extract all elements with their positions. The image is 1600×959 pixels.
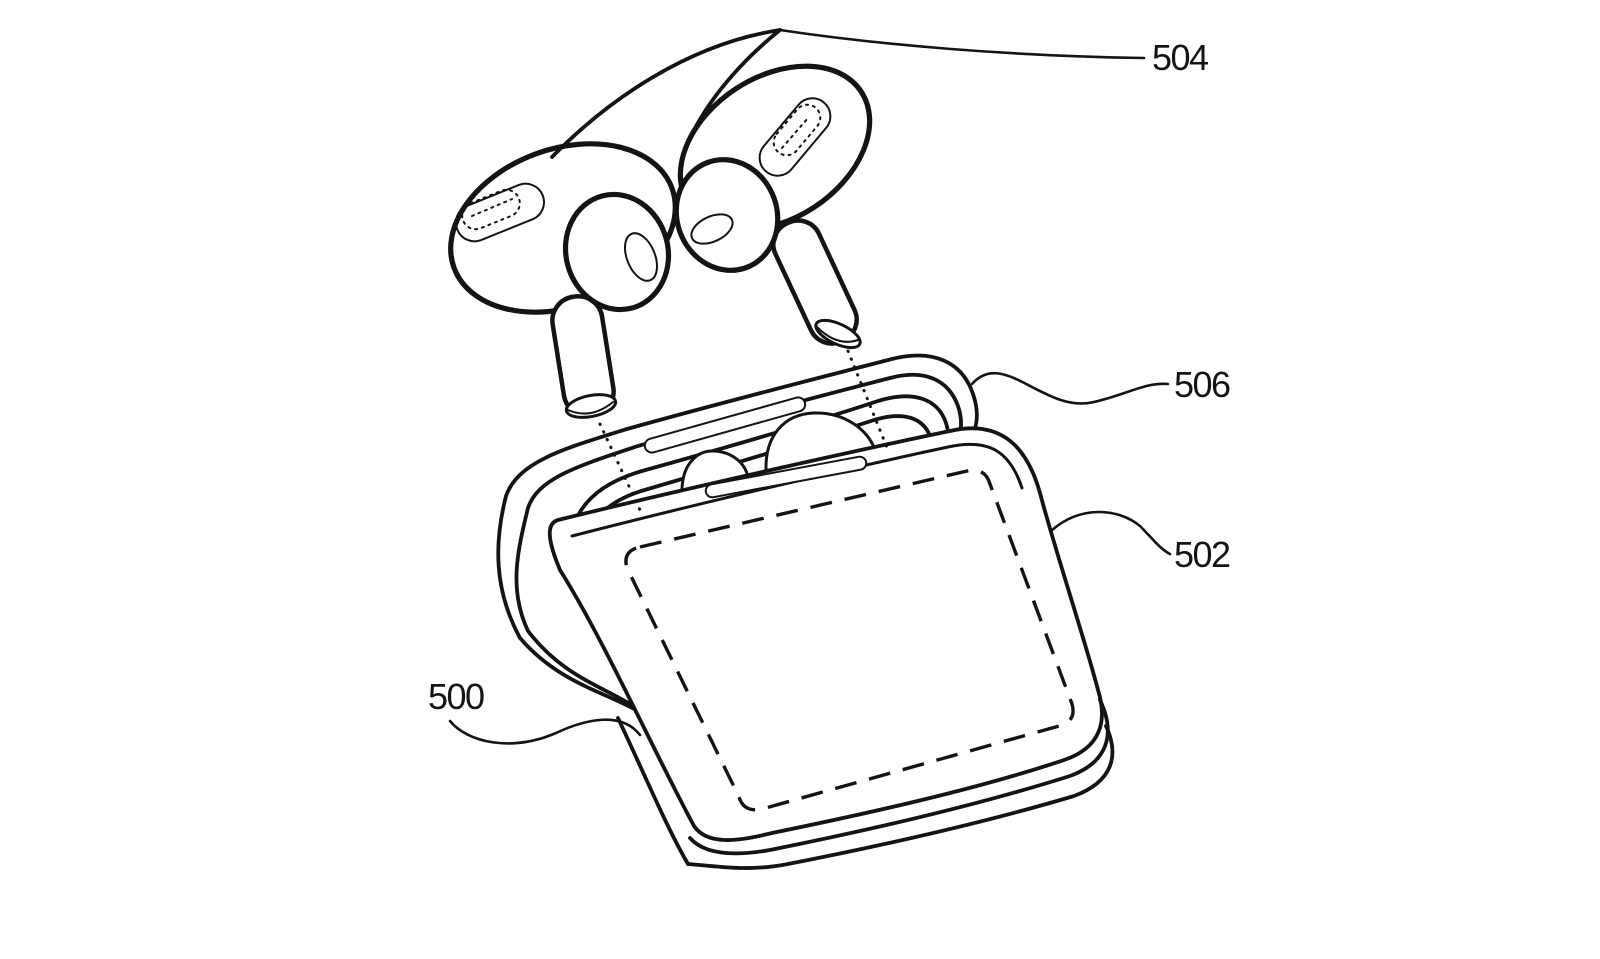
ref-label-500: 500 [428,676,484,717]
lid-rim-edge [514,372,964,706]
left-insertion-guide-dotted-line [598,422,642,512]
leader-506 [970,371,1170,405]
lid-outer-edge [496,353,979,714]
case-seam-slot [704,455,868,499]
leader-502 [1049,510,1172,556]
right-ear-tip-vent [690,213,734,245]
case-bottom-edge-outer [686,724,1115,870]
case-body [547,426,1115,870]
right-earbud-sweep-curve [688,28,782,140]
leader-500 [448,718,642,745]
earbuds [448,28,873,419]
left-earbud [448,141,678,419]
ref-label-502: 502 [1174,534,1230,575]
ref-label-504: 504 [1152,37,1208,78]
leader-504 [778,28,1146,60]
case-front-face [547,426,1104,842]
right-insertion-guide-dotted-line [846,349,890,452]
right-stem-end-cap-line [816,326,859,343]
left-sensor-stipple [461,188,521,231]
case-bottom-edge-inner [688,698,1110,856]
case-side-left-edge [616,716,690,866]
left-cradle-dome [680,449,750,496]
left-ear-tip-vent [623,232,659,282]
display-region-dashed-outline [624,468,1075,812]
left-stem-end-cap-line [567,401,614,415]
right-sensor-stipple [772,103,822,157]
right-sensor-window [758,97,832,177]
ref-label-506: 506 [1174,364,1230,405]
reference-labels: 504 506 502 500 [428,28,1232,745]
lid-slot [643,396,807,454]
case-opening-rim [570,442,1024,538]
charging-case [496,353,1115,870]
right-earbud [673,63,873,350]
right-sensor-stipple-texture [781,117,809,149]
left-earbud-sweep-curve [550,28,782,159]
left-stem-end-cap [564,393,618,419]
left-sensor-window [455,182,545,243]
right-cradle-dome [764,411,877,472]
left-sensor-stipple-texture [471,198,513,217]
